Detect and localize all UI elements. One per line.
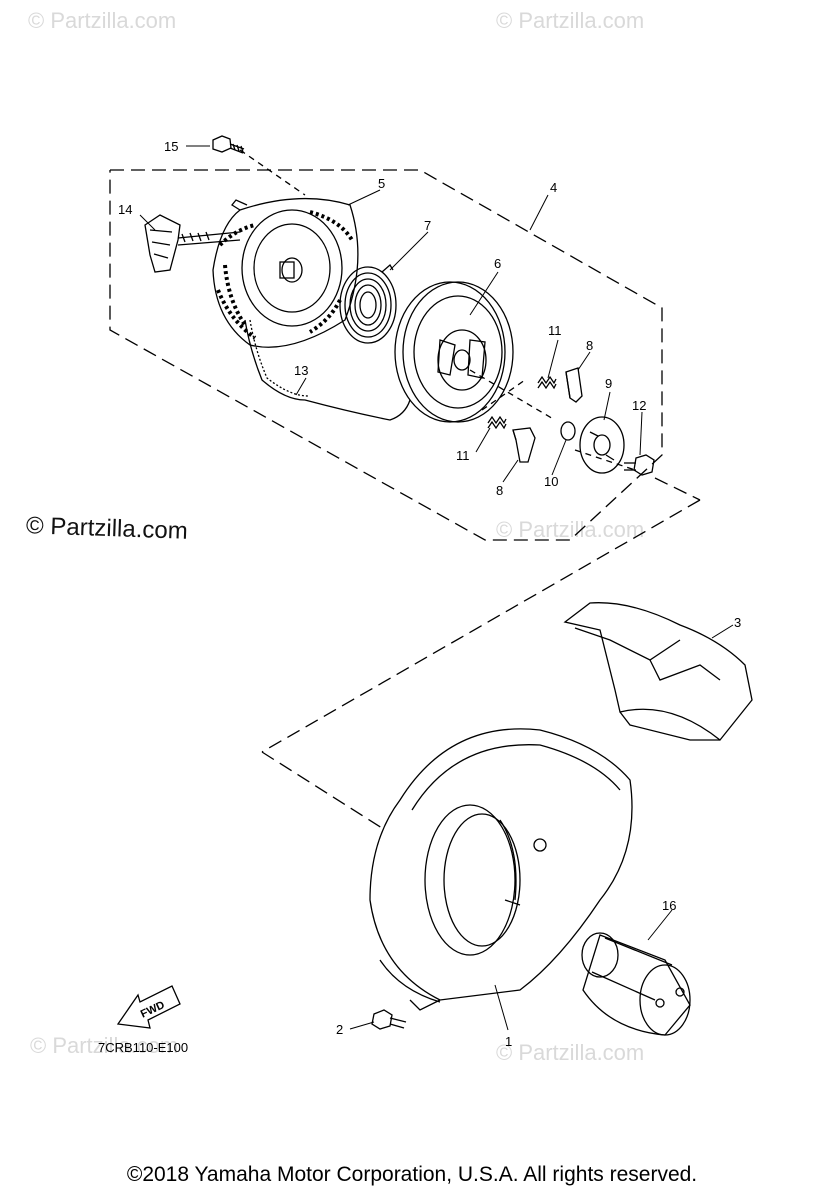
assembly-boundary <box>109 169 663 541</box>
alignment-line-3 <box>261 751 383 829</box>
ring-10-icon <box>560 421 576 441</box>
alignment-line-6 <box>481 379 526 411</box>
callout-15: 15 <box>164 139 178 154</box>
ratchet-8-lower-icon <box>512 427 536 463</box>
watermark-top-left: © Partzilla.com <box>28 8 177 33</box>
callout-11-upper: 11 <box>548 323 562 338</box>
callout-7: 7 <box>424 218 431 233</box>
spiral-spring-7-icon <box>339 263 397 344</box>
bolt-12-icon <box>624 454 655 476</box>
spring-11-upper-icon <box>537 375 557 390</box>
callout-14: 14 <box>118 202 132 217</box>
watermark-bottom-left: © Partzilla.com <box>30 1033 179 1058</box>
diagram-code: 7CRB110-E100 <box>98 1040 189 1055</box>
leader-lines <box>139 145 734 1031</box>
callout-11-lower: 11 <box>456 448 470 463</box>
callout-16: 16 <box>662 898 676 913</box>
callout-13: 13 <box>294 363 308 378</box>
callout-12: 12 <box>632 398 646 413</box>
callout-10: 10 <box>544 474 558 489</box>
callout-3: 3 <box>734 615 741 630</box>
callout-8-upper: 8 <box>586 338 593 353</box>
pulley-16-icon <box>581 932 691 1036</box>
ratchet-8-upper-icon <box>565 367 583 403</box>
callout-9: 9 <box>605 376 612 391</box>
starter-case-5-icon <box>212 197 359 348</box>
alignment-line-1 <box>654 477 701 501</box>
fan-housing-1-icon <box>369 728 633 1011</box>
drive-pulley-6-icon <box>394 281 514 423</box>
callout-1: 1 <box>505 1034 512 1049</box>
starter-rope-13-icon <box>244 319 411 421</box>
bolt-2-icon <box>371 1009 407 1030</box>
watermark-mid-right: © Partzilla.com <box>496 517 645 542</box>
watermark-bottom-right: © Partzilla.com <box>496 1040 645 1065</box>
callout-6: 6 <box>494 256 501 271</box>
callout-2: 2 <box>336 1022 343 1037</box>
watermark-top-right: © Partzilla.com <box>496 8 645 33</box>
fwd-arrow-icon <box>116 985 181 1029</box>
alignment-line-4 <box>239 149 306 196</box>
alignment-line-2 <box>261 499 701 753</box>
bolt-15-icon <box>212 135 245 154</box>
callout-4: 4 <box>550 180 557 195</box>
spring-11-lower-icon <box>487 415 507 430</box>
copyright-footer: ©2018 Yamaha Motor Corporation, U.S.A. A… <box>126 1163 698 1186</box>
alignment-line-5 <box>469 369 556 421</box>
cover-3-icon <box>563 602 753 741</box>
callout-5: 5 <box>378 176 385 191</box>
starter-handle-14-icon <box>144 214 241 273</box>
callout-8-lower: 8 <box>496 483 503 498</box>
plate-9-icon <box>579 416 625 474</box>
